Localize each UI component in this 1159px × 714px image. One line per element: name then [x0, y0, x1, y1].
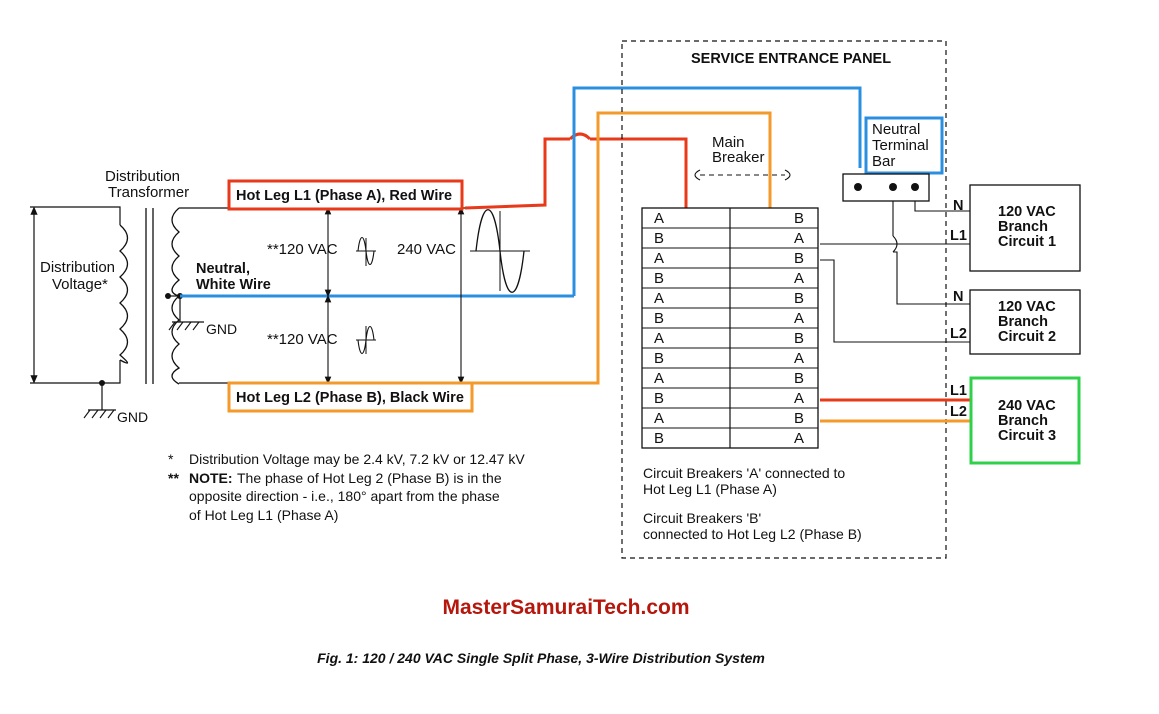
l2-label: Hot Leg L2 (Phase B), Black Wire [236, 390, 464, 406]
breaker-left-9[interactable]: A [654, 370, 664, 387]
footnote-1: Distribution Voltage may be 2.4 kV, 7.2 … [189, 451, 525, 467]
secondary-coil-bottom [171, 295, 181, 385]
breaker-right-12[interactable]: A [794, 430, 804, 447]
branch-circuit-3: 240 VAC Branch Circuit 3 [969, 376, 1081, 465]
distribution-voltage-line2: Voltage* [52, 276, 108, 293]
primary-coil [119, 224, 129, 364]
l1-label-box [227, 179, 464, 211]
hot-leg-l2-wire [465, 111, 772, 385]
breaker-left-11[interactable]: A [654, 410, 664, 427]
distribution-voltage-line1: Distribution [40, 259, 115, 276]
footnote-2b: opposite direction - i.e., 180° apart fr… [189, 488, 500, 504]
footnote-double-star: ** [168, 470, 179, 486]
breaker-left-5[interactable]: A [654, 290, 664, 307]
breaker-left-12[interactable]: B [654, 430, 664, 447]
note-a-line1: Circuit Breakers 'A' connected to [643, 465, 845, 481]
neutral-label-line2: White Wire [196, 277, 271, 293]
note-a-line2: Hot Leg L1 (Phase A) [643, 481, 777, 497]
b2-line3: Circuit 2 [998, 329, 1056, 345]
main-breaker-line1: Main [712, 134, 745, 151]
footnotes: * Distribution Voltage may be 2.4 kV, 7.… [168, 451, 525, 523]
breaker-right-9[interactable]: B [794, 370, 804, 387]
b3-line3: Circuit 3 [998, 428, 1056, 444]
b2-line2: Branch [998, 314, 1048, 330]
neutral-bar-line1: Neutral [872, 121, 920, 138]
note-b-line1: Circuit Breakers 'B' [643, 510, 761, 526]
neutral-label-line1: Neutral, [196, 261, 250, 277]
branch-circuit-2: 120 VAC Branch Circuit 2 [969, 289, 1081, 355]
l1-label: Hot Leg L1 (Phase A), Red Wire [236, 188, 452, 204]
b1-n-label: N [953, 198, 963, 214]
b1-line3: Circuit 1 [998, 234, 1056, 250]
breaker-right-2[interactable]: A [794, 230, 804, 247]
main-breaker-line2: Breaker [712, 149, 765, 166]
breaker-right-11[interactable]: B [794, 410, 804, 427]
b3-l2-label: L2 [950, 404, 967, 420]
breaker-right-6[interactable]: A [794, 310, 804, 327]
panel-outline [621, 40, 947, 559]
footnote-star: * [168, 451, 174, 467]
gnd-label-neutral: GND [206, 321, 237, 337]
branch-wiring: N L1 N L2 L1 L2 [820, 198, 970, 423]
secondary-coil-top [171, 207, 180, 297]
sine-wave-120-bottom [356, 325, 376, 355]
breaker-right-3[interactable]: B [794, 250, 804, 267]
breaker-left-2[interactable]: B [654, 230, 664, 247]
branch-circuit-1: 120 VAC Branch Circuit 1 [969, 184, 1081, 272]
voltage-120-bottom-label: **120 VAC [267, 331, 338, 348]
l2-label-box [227, 381, 474, 413]
neutral-bar-line3: Bar [872, 153, 895, 170]
b2-line1: 120 VAC [998, 299, 1056, 315]
transformer-title-line2: Transformer [108, 184, 189, 201]
hot-leg-l1-wire [464, 137, 570, 210]
b3-line2: Branch [998, 413, 1048, 429]
voltage-240-label: 240 VAC [397, 241, 456, 258]
secondary-wiring: **120 VAC **120 VAC 240 VAC Hot Leg L1 (… [179, 86, 862, 413]
distribution-transformer: Distribution Transformer Distribution Vo… [30, 168, 237, 425]
voltage-120-top-label: **120 VAC [267, 241, 338, 258]
breaker-left-10[interactable]: B [654, 390, 664, 407]
breaker-right-10[interactable]: A [794, 390, 804, 407]
b2-n-label: N [953, 289, 963, 305]
breaker-left-3[interactable]: A [654, 250, 664, 267]
footnote-2c: of Hot Leg L1 (Phase A) [189, 507, 338, 523]
breaker-right-7[interactable]: B [794, 330, 804, 347]
breaker-right-8[interactable]: A [794, 350, 804, 367]
watermark: MasterSamuraiTech.com [442, 596, 689, 619]
b3-l1-label: L1 [950, 383, 967, 399]
breaker-left-6[interactable]: B [654, 310, 664, 327]
b1-line2: Branch [998, 219, 1048, 235]
neutral-bar-line2: Terminal [872, 137, 929, 154]
sine-wave-240 [470, 209, 530, 293]
b2-l2-label: L2 [950, 326, 967, 342]
breaker-left-8[interactable]: B [654, 350, 664, 367]
note-b-line2: connected to Hot Leg L2 (Phase B) [643, 526, 862, 542]
footnote-note-bold: NOTE: [189, 470, 233, 486]
breaker-left-1[interactable]: A [654, 210, 664, 227]
sine-wave-120-top [356, 236, 376, 266]
transformer-title-line1: Distribution [105, 168, 180, 185]
breaker-left-7[interactable]: A [654, 330, 664, 347]
b1-l1-label: L1 [950, 228, 967, 244]
b1-line1: 120 VAC [998, 204, 1056, 220]
footnote-2a: The phase of Hot Leg 2 (Phase B) is in t… [237, 470, 502, 486]
gnd-label-primary: GND [117, 409, 148, 425]
b3-line1: 240 VAC [998, 398, 1056, 414]
panel-title: SERVICE ENTRANCE PANEL [691, 51, 891, 67]
breaker-left-4[interactable]: B [654, 270, 664, 287]
breaker-right-1[interactable]: B [794, 210, 804, 227]
breaker-right-5[interactable]: B [794, 290, 804, 307]
breaker-right-4[interactable]: A [794, 270, 804, 287]
figure-caption: Fig. 1: 120 / 240 VAC Single Split Phase… [317, 650, 765, 666]
neutral-terminal-bar-label-box [864, 116, 944, 175]
